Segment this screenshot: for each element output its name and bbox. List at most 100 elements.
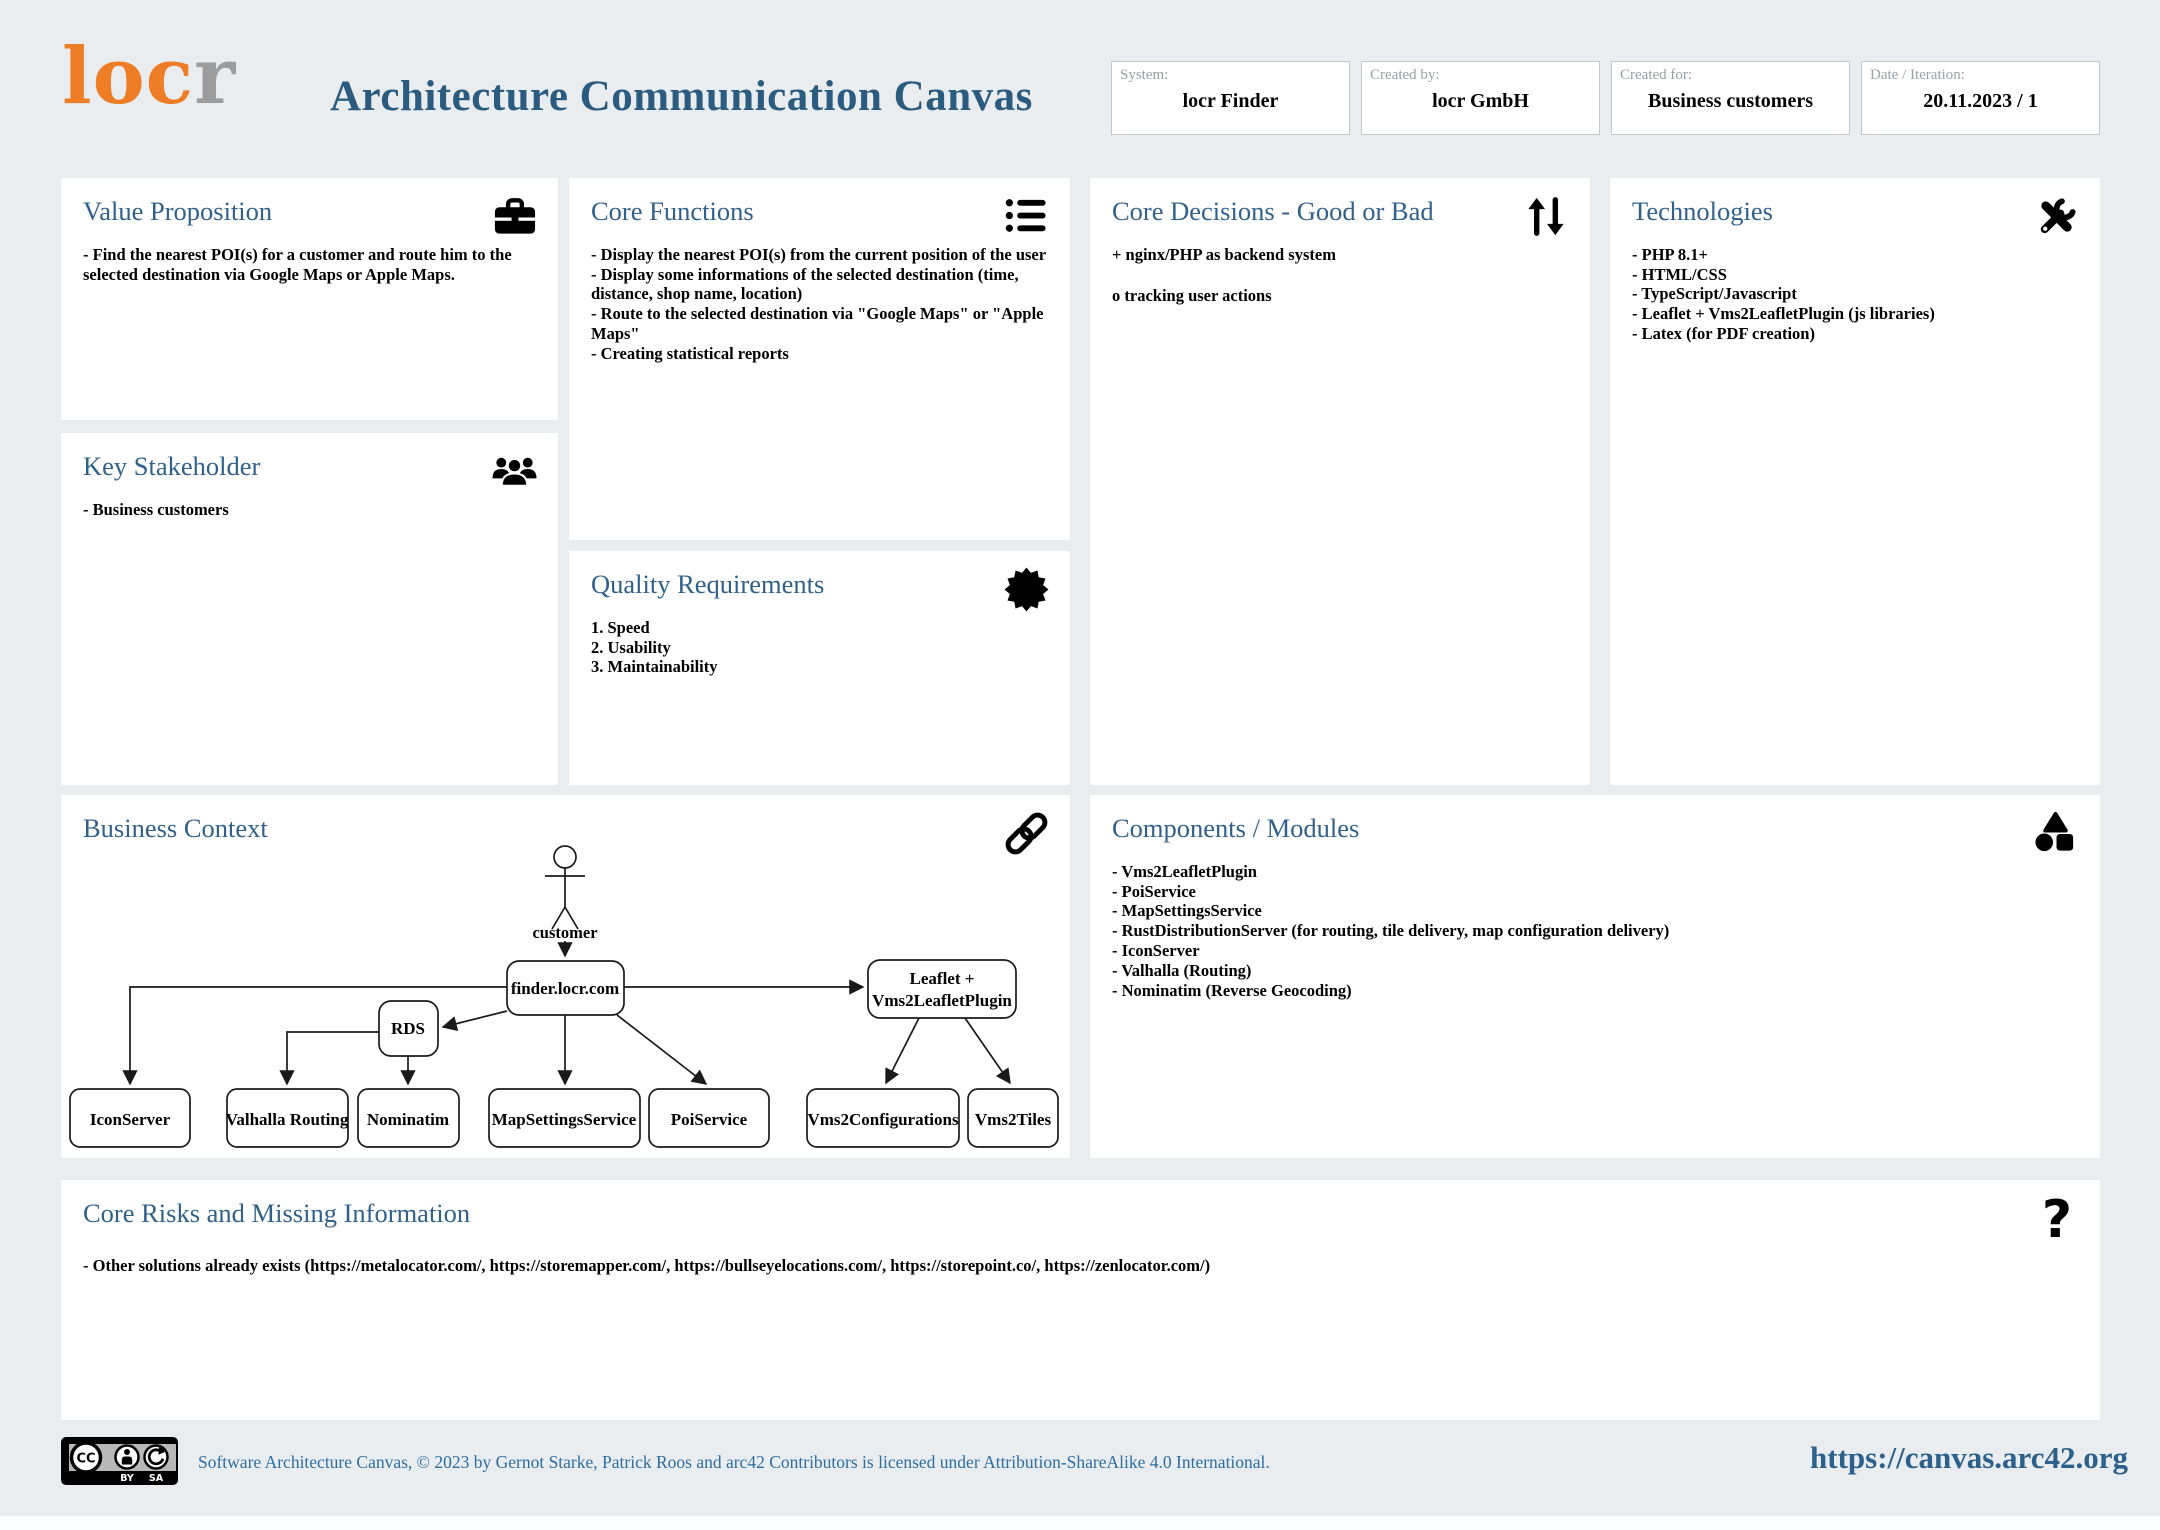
license-text: Software Architecture Canvas, © 2023 by … <box>198 1452 1270 1472</box>
header-field-date-iteration: Date / Iteration: 20.11.2023 / 1 <box>1861 61 2100 135</box>
text-line: - Valhalla (Routing) <box>1112 960 1252 980</box>
cc-label: CC <box>76 1452 95 1467</box>
text-line: + nginx/PHP as backend system <box>1112 244 1336 264</box>
diagram-node-leaflet-plugin: Leaflet + Vms2LeafletPlugin <box>867 959 1017 1019</box>
svg-text:Vms2Tiles: Vms2Tiles <box>975 1110 1052 1129</box>
by-label: BY <box>120 1473 134 1484</box>
panel-technologies: Technologies - PHP 8.1+ - HTML/CSS - Typ… <box>1610 178 2100 785</box>
field-value: 20.11.2023 / 1 <box>1923 90 2038 112</box>
field-value: locr GmbH <box>1432 90 1529 112</box>
arrows-up-down-icon <box>1528 197 1564 236</box>
briefcase-icon <box>494 198 536 234</box>
diagram-node-mapsettingsservice: MapSettingsService <box>488 1088 641 1148</box>
edge-rds-valhalla <box>279 1031 379 1086</box>
text-line: 3. Maintainability <box>591 657 718 677</box>
locr-logo: locr <box>62 38 236 116</box>
svg-text:PoiService: PoiService <box>671 1110 748 1129</box>
panel-body: - Other solutions already exists (https:… <box>83 1256 2078 1276</box>
text-line: - Display the nearest POI(s) from the cu… <box>591 244 1047 264</box>
page-title: Architecture Communication Canvas <box>330 73 1033 120</box>
text-line: - MapSettingsService <box>1112 901 1262 921</box>
sa-label: SA <box>149 1473 164 1484</box>
diagram-node-rds: RDS <box>378 1000 439 1057</box>
panel-quality-requirements: Quality Requirements 1. Speed 2. Usabili… <box>569 551 1070 785</box>
screwdriver-wrench-icon <box>2040 198 2076 234</box>
field-label: Created for: <box>1620 67 1693 83</box>
shapes-icon <box>2035 811 2074 852</box>
actor-label: customer <box>532 923 597 942</box>
text-line: - IconServer <box>1112 940 1200 960</box>
text-line: - TypeScript/Javascript <box>1632 284 1797 304</box>
field-label: Date / Iteration: <box>1870 67 1965 83</box>
text-line: - Find the nearest POI(s) for a customer… <box>83 244 512 284</box>
cc-by-sa-badge: CC BY SA <box>61 1437 178 1485</box>
text-line: - PHP 8.1+ <box>1632 244 1708 264</box>
diagram-node-vms2configurations: Vms2Configurations <box>806 1088 960 1148</box>
panel-title: Components / Modules <box>1112 813 1360 843</box>
header-field-created-by: Created by: locr GmbH <box>1361 61 1600 135</box>
panel-core-decisions: Core Decisions - Good or Bad + nginx/PHP… <box>1090 178 1590 785</box>
bottom-margin-strip <box>0 1516 2160 1530</box>
svg-text:Nominatim: Nominatim <box>367 1110 449 1129</box>
text-line: - Leaflet + Vms2LeafletPlugin (js librar… <box>1632 304 1935 324</box>
text-line: - HTML/CSS <box>1632 264 1727 284</box>
diagram-edges <box>122 941 1011 1086</box>
text-line: - Business customers <box>83 499 229 519</box>
svg-text:IconServer: IconServer <box>90 1110 171 1129</box>
panel-body: 1. Speed 2. Usability 3. Maintainability <box>591 618 1048 677</box>
list-icon <box>1005 199 1046 232</box>
edge-leaflet-vms2configurations <box>885 1017 920 1085</box>
panel-body: - Find the nearest POI(s) for a customer… <box>83 245 536 285</box>
diagram-node-poiservice: PoiService <box>648 1088 770 1148</box>
text-line: - Display some informations of the selec… <box>591 264 1019 304</box>
link-icon <box>1005 812 1048 855</box>
panel-title: Core Decisions - Good or Bad <box>1112 196 1434 226</box>
panel-value-proposition: Value Proposition - Find the nearest POI… <box>61 178 558 420</box>
svg-text:MapSettingsService: MapSettingsService <box>492 1110 637 1129</box>
panel-body: - Display the nearest POI(s) from the cu… <box>591 245 1048 364</box>
logo-orange-part: loc <box>62 31 195 122</box>
edge-finder-iconserver <box>122 986 507 1086</box>
field-label: Created by: <box>1370 67 1440 83</box>
panel-body: - PHP 8.1+ - HTML/CSS - TypeScript/Javas… <box>1632 245 2078 344</box>
diagram-node-iconserver: IconServer <box>69 1088 191 1148</box>
diagram-node-vms2tiles: Vms2Tiles <box>967 1088 1059 1148</box>
text-line: 1. Speed <box>591 617 650 637</box>
text-line: - Latex (for PDF creation) <box>1632 323 1815 343</box>
panel-title: Business Context <box>83 813 268 843</box>
svg-text:RDS: RDS <box>391 1019 425 1038</box>
panel-title: Core Functions <box>591 196 754 226</box>
diagram-node-nominatim: Nominatim <box>357 1088 460 1148</box>
text-line: - PoiService <box>1112 881 1196 901</box>
text-line: o tracking user actions <box>1112 285 1272 305</box>
canvas-arc42-link: https://canvas.arc42.org <box>1810 1440 2129 1475</box>
panel-core-functions: Core Functions - Display the nearest POI… <box>569 178 1070 540</box>
panel-title: Key Stakeholder <box>83 451 261 481</box>
panel-title: Value Proposition <box>83 196 273 226</box>
users-icon <box>492 457 537 487</box>
panel-key-stakeholder: Key Stakeholder - Business customers <box>61 433 558 785</box>
edge-finder-rds <box>441 1010 508 1032</box>
panel-components-modules: Components / Modules - Vms2LeafletPlugin… <box>1090 795 2100 1158</box>
panel-core-risks: Core Risks and Missing Information ? - O… <box>61 1180 2100 1420</box>
panel-title: Quality Requirements <box>591 569 825 599</box>
business-context-diagram: customer finder.locr.com RDS Leaflet + V… <box>69 845 1059 1148</box>
panel-business-context: Business Context <box>61 795 1070 1158</box>
panel-body: - Business customers <box>83 500 536 520</box>
svg-text:Vms2LeafletPlugin: Vms2LeafletPlugin <box>872 991 1012 1010</box>
field-value: Business customers <box>1647 90 1813 112</box>
edge-leaflet-vms2tiles <box>964 1017 1011 1085</box>
panel-body: + nginx/PHP as backend system o tracking… <box>1112 245 1568 306</box>
edge-finder-poiservice <box>616 1014 708 1085</box>
panel-title: Core Risks and Missing Information <box>83 1198 471 1228</box>
header-field-system: System: locr Finder <box>1111 61 1350 135</box>
text-line: - Nominatim (Reverse Geocoding) <box>1112 980 1352 1000</box>
svg-text:Valhalla Routing: Valhalla Routing <box>226 1110 349 1129</box>
svg-text:Vms2Configurations: Vms2Configurations <box>807 1110 959 1129</box>
panel-title: Technologies <box>1632 196 1773 226</box>
text-line: - Creating statistical reports <box>591 343 789 363</box>
panel-body: - Vms2LeafletPlugin - PoiService - MapSe… <box>1112 862 2078 1001</box>
text-line: - Other solutions already exists (https:… <box>83 1255 1211 1275</box>
field-value: locr Finder <box>1182 90 1279 112</box>
diagram-node-finder: finder.locr.com <box>506 960 625 1016</box>
